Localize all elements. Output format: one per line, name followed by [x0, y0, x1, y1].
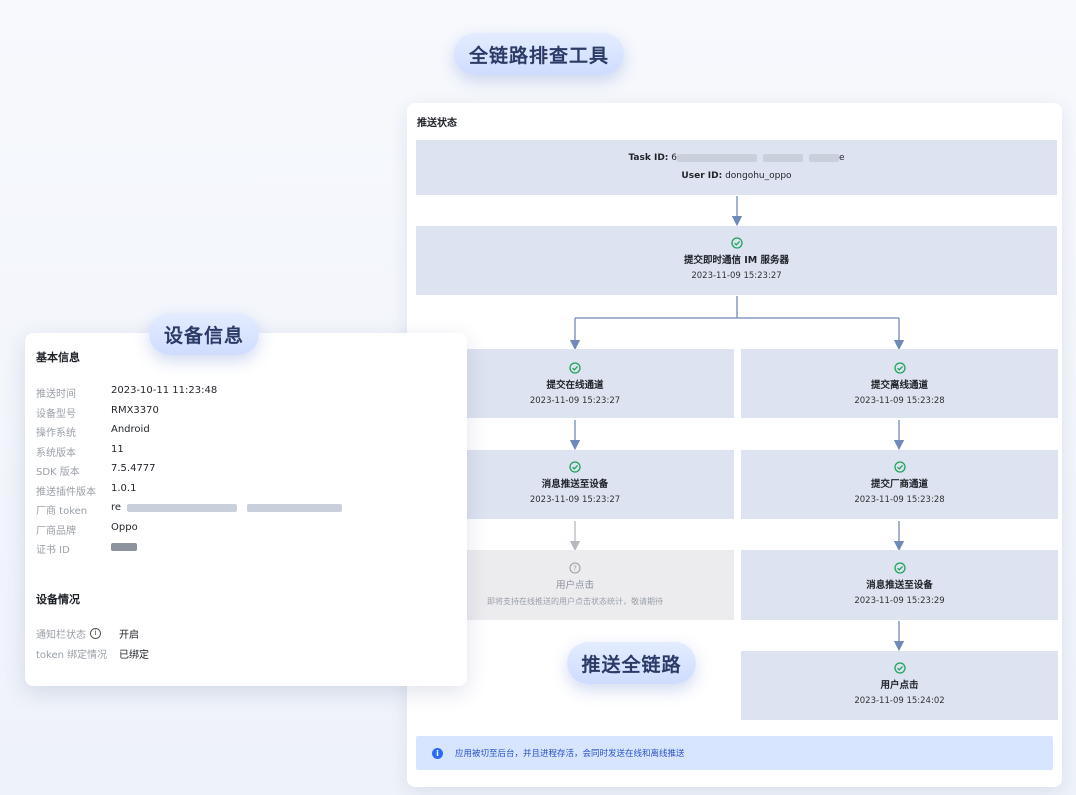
chain-tool-label: 全链路排查工具 — [454, 33, 624, 75]
question-icon: ? — [569, 562, 581, 574]
step-title: 提交厂商通道 — [870, 479, 928, 490]
step-online-submit: 提交在线通道 2023-11-09 15:23:27 — [416, 349, 734, 418]
step-offline-click: 用户点击 2023-11-09 15:24:02 — [741, 651, 1058, 720]
success-check-icon — [730, 237, 743, 249]
info-icon: i — [432, 747, 443, 759]
info-row-cert-id: 证书 ID — [36, 541, 137, 556]
step-online-delivered: 消息推送至设备 2023-11-09 15:23:27 — [416, 450, 734, 519]
success-check-icon — [893, 562, 906, 574]
success-check-icon — [893, 461, 906, 473]
basic-info-title: 基本信息 — [36, 351, 80, 364]
step-time: 2023-11-09 15:23:29 — [854, 596, 945, 606]
push-chain-label: 推送全链路 — [567, 642, 696, 684]
success-check-icon — [569, 461, 581, 473]
status-row: token 绑定情况已绑定 — [36, 650, 149, 661]
step-im-server: 提交即时通信 IM 服务器 2023-11-09 15:23:27 — [416, 226, 1057, 295]
step-time: 2023-11-09 15:23:27 — [691, 271, 782, 281]
success-check-icon — [893, 662, 906, 674]
step-title: 消息推送至设备 — [866, 580, 933, 591]
step-title: 提交即时通信 IM 服务器 — [683, 255, 790, 266]
step-online-click: ? 用户点击 即将支持在线推送的用户点击状态统计，敬请期待 — [416, 550, 734, 620]
step-title: 提交离线通道 — [870, 380, 928, 391]
step-offline-vendor: 提交厂商通道 2023-11-09 15:23:28 — [741, 450, 1058, 519]
info-circle-icon[interactable]: i — [90, 628, 101, 639]
success-check-icon — [569, 362, 581, 374]
step-title: 消息推送至设备 — [541, 479, 609, 490]
step-time: 2023-11-09 15:23:28 — [854, 396, 945, 406]
device-status-title: 设备情况 — [36, 593, 80, 606]
device-info-label: 设备信息 — [149, 313, 259, 355]
step-offline-submit: 提交离线通道 2023-11-09 15:23:28 — [741, 349, 1058, 418]
user-id-line: User ID: dongohu_oppo — [681, 171, 792, 181]
notice-text: 应用被切至后台，并且进程存活，会同时发送在线和离线推送 — [455, 749, 685, 759]
success-check-icon — [893, 362, 906, 374]
step-time: 2023-11-09 15:23:27 — [529, 396, 621, 406]
step-time: 2023-11-09 15:23:27 — [529, 495, 621, 505]
step-title: 用户点击 — [555, 580, 594, 591]
notice-banner: i 应用被切至后台，并且进程存活，会同时发送在线和离线推送 — [416, 736, 1053, 770]
panel-title: 推送状态 — [417, 118, 457, 129]
flow-connectors — [569, 196, 905, 652]
step-title: 提交在线通道 — [546, 380, 604, 391]
step-offline-delivered: 消息推送至设备 2023-11-09 15:23:29 — [741, 550, 1058, 620]
step-desc: 即将支持在线推送的用户点击状态统计，敬请期待 — [487, 597, 663, 606]
step-time: 2023-11-09 15:23:28 — [854, 495, 945, 505]
svg-text:?: ? — [573, 565, 577, 573]
step-time: 2023-11-09 15:24:02 — [854, 696, 945, 706]
step-title: 用户点击 — [880, 680, 919, 691]
